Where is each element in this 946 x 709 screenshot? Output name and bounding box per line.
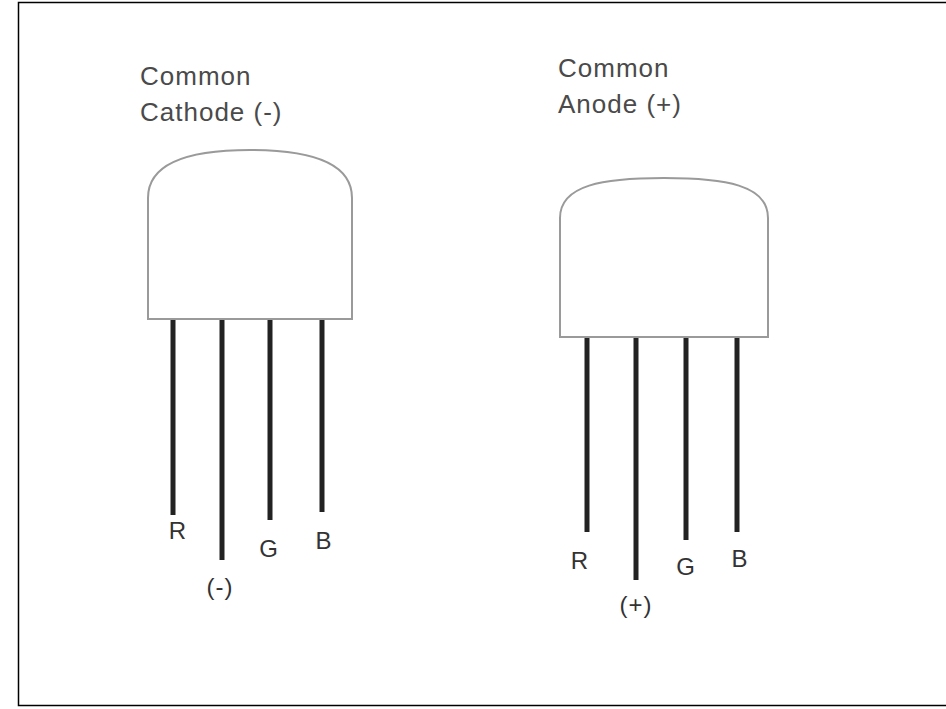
lead [220,316,225,560]
pin-name: B [315,528,332,554]
pin-name: G [259,536,279,562]
led-type-heading: Common Cathode (-) [140,58,330,130]
rgb-led: Common Anode (+) [558,50,774,342]
lead [268,316,273,520]
pin-name: (+) [620,592,653,618]
led-outline [148,150,352,319]
lead [171,316,176,515]
lead [634,335,639,580]
pin-name: B [731,546,748,572]
lead [684,335,689,540]
led-type-heading: Common Anode (+) [558,50,748,122]
pin-name: (-) [207,574,234,600]
led-outline [560,178,768,337]
lead [320,316,325,512]
pin-name: G [676,554,696,580]
frame [19,3,946,706]
pin-name: R [169,518,187,544]
rgb-led: Common Cathode (-) [140,58,362,324]
pin-name: R [571,548,589,574]
led-leads [173,316,737,580]
lead [735,335,740,532]
lead [585,335,590,532]
